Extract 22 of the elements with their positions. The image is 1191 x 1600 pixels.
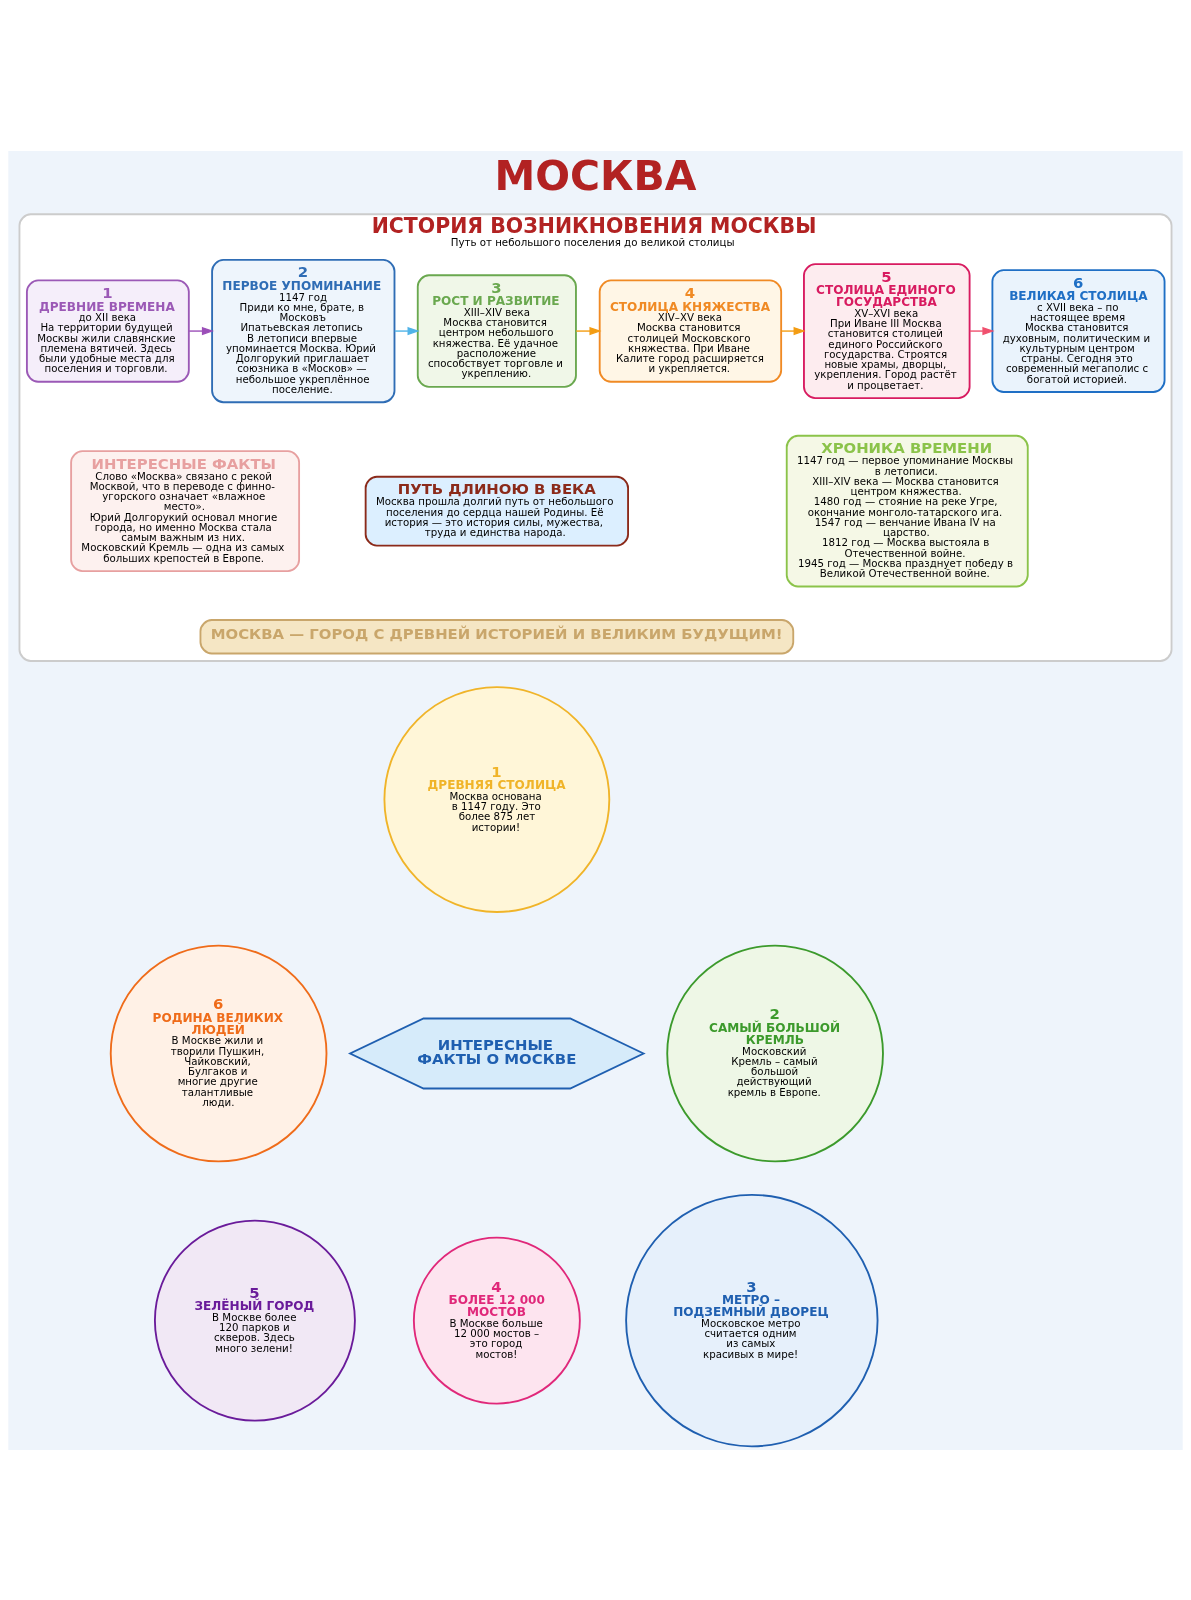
node-box: ХРОНИКА ВРЕМЕНИ 1147 год — первое упоминание Москвы в летописи. XIII–XIV века — Москва становится центром княжества. 1480 год — стояние на реке Угре, окончание монголо-татарского ига. 1547 год — венчание Ивана IV на царство. 1812 год — Москва выстояла в Отечественной войне. 1945 год — Москва празднует победу в Великой Отечественной войне.	[785, 434, 1029, 587]
node-box: 6 ВЕЛИКАЯ СТОЛИЦА с XVII века – по настоящее время Москва становится духовным, политическим и культурным центром страны. Сегодня это современный мегаполис с богатой историей.	[991, 268, 1166, 393]
node-box: 3 РОСТ И РАЗВИТИЕ XIII–XIV века Москва становится центром небольшого княжества. Её удачное расположение способствует торговле и укреплению.	[416, 273, 577, 388]
node-box: 1 ДРЕВНИЕ ВРЕМЕНА до XII века На территории будущей Москвы жили славянские племена вятичей. Здесь были удобные места для поселения и торговли.	[26, 278, 190, 383]
arrow	[575, 326, 602, 335]
node-circle: 5 ЗЕЛЁНЫЙ ГОРОД В Москве более 120 парков и скверов. Здесь много зелени!	[153, 1219, 356, 1421]
node-circle: 4 БОЛЕЕ 12 000 МОСТОВ В Москве больше 12 000 мостов – это город мостов!	[412, 1236, 581, 1404]
node-box: 4 СТОЛИЦА КНЯЖЕСТВА XIV–XV века Москва становится столицей Московского княжества. При Иване Калите город расширяется и укрепляется.	[598, 278, 783, 383]
node-circle: 3 МЕТРО – ПОДЗЕМНЫЙ ДВОРЕЦ Московское метро считается одним из самых красивых в мире!	[625, 1193, 879, 1447]
arrow	[780, 326, 806, 335]
node-box: МОСКВА — ГОРОД С ДРЕВНЕЙ ИСТОРИЕЙ И ВЕЛИКИМ БУДУЩИМ!	[199, 618, 795, 654]
node-box: ИНТЕРЕСНЫЕ ФАКТЫ Слово «Москва» связано с рекой Москвой, что в переводе с финно-угорского означает «влажное место». Юрий Долгорукий основал многие города, но именно Москва стала самым важным из них. Московский Кремль — одна из самых больших крепостей в Европе.	[70, 449, 301, 572]
arrow	[394, 326, 420, 335]
node-circle: 1 ДРЕВНЯЯ СТОЛИЦА Москва основана в 1147 году. Это более 875 лет истории!	[383, 685, 611, 913]
node-box: 5 СТОЛИЦА ЕДИНОГО ГОСУДАРСТВА XV–XVI века При Иване III Москва становится столицей единого Российского государства. Строятся новые храмы, дворцы, укрепления. Город растёт и процветает.	[803, 262, 971, 399]
arrow	[188, 326, 214, 335]
diagram-title: МОСКВА	[494, 151, 697, 200]
node-circle: 6 РОДИНА ВЕЛИКИХ ЛЮДЕЙ В Москве жили и творили Пушкин, Чайковский, Булгаков и многие другие талантливые люди.	[109, 944, 328, 1162]
node-circle: 2 САМЫЙ БОЛЬШОЙ КРЕМЛЬ Московский Кремль – самый большой действующий кремль в Европе.	[666, 944, 884, 1162]
node-box: 2 ПЕРВОЕ УПОМИНАНИЕ 1147 год Приди ко мне, брате, в Московъ Ипатьевская летопись В летописи впервые упоминается Москва. Юрий Долгорукий приглашает союзника в «Москов» — небольшое укреплённое поселение.	[211, 258, 396, 403]
arrow	[969, 326, 995, 335]
node-box: ПУТЬ ДЛИНОЮ В ВЕКА Москва прошла долгий путь от небольшого поселения до сердца нашей Родины. Её история — это история силы, мужества, труда и единства народа.	[364, 475, 629, 546]
